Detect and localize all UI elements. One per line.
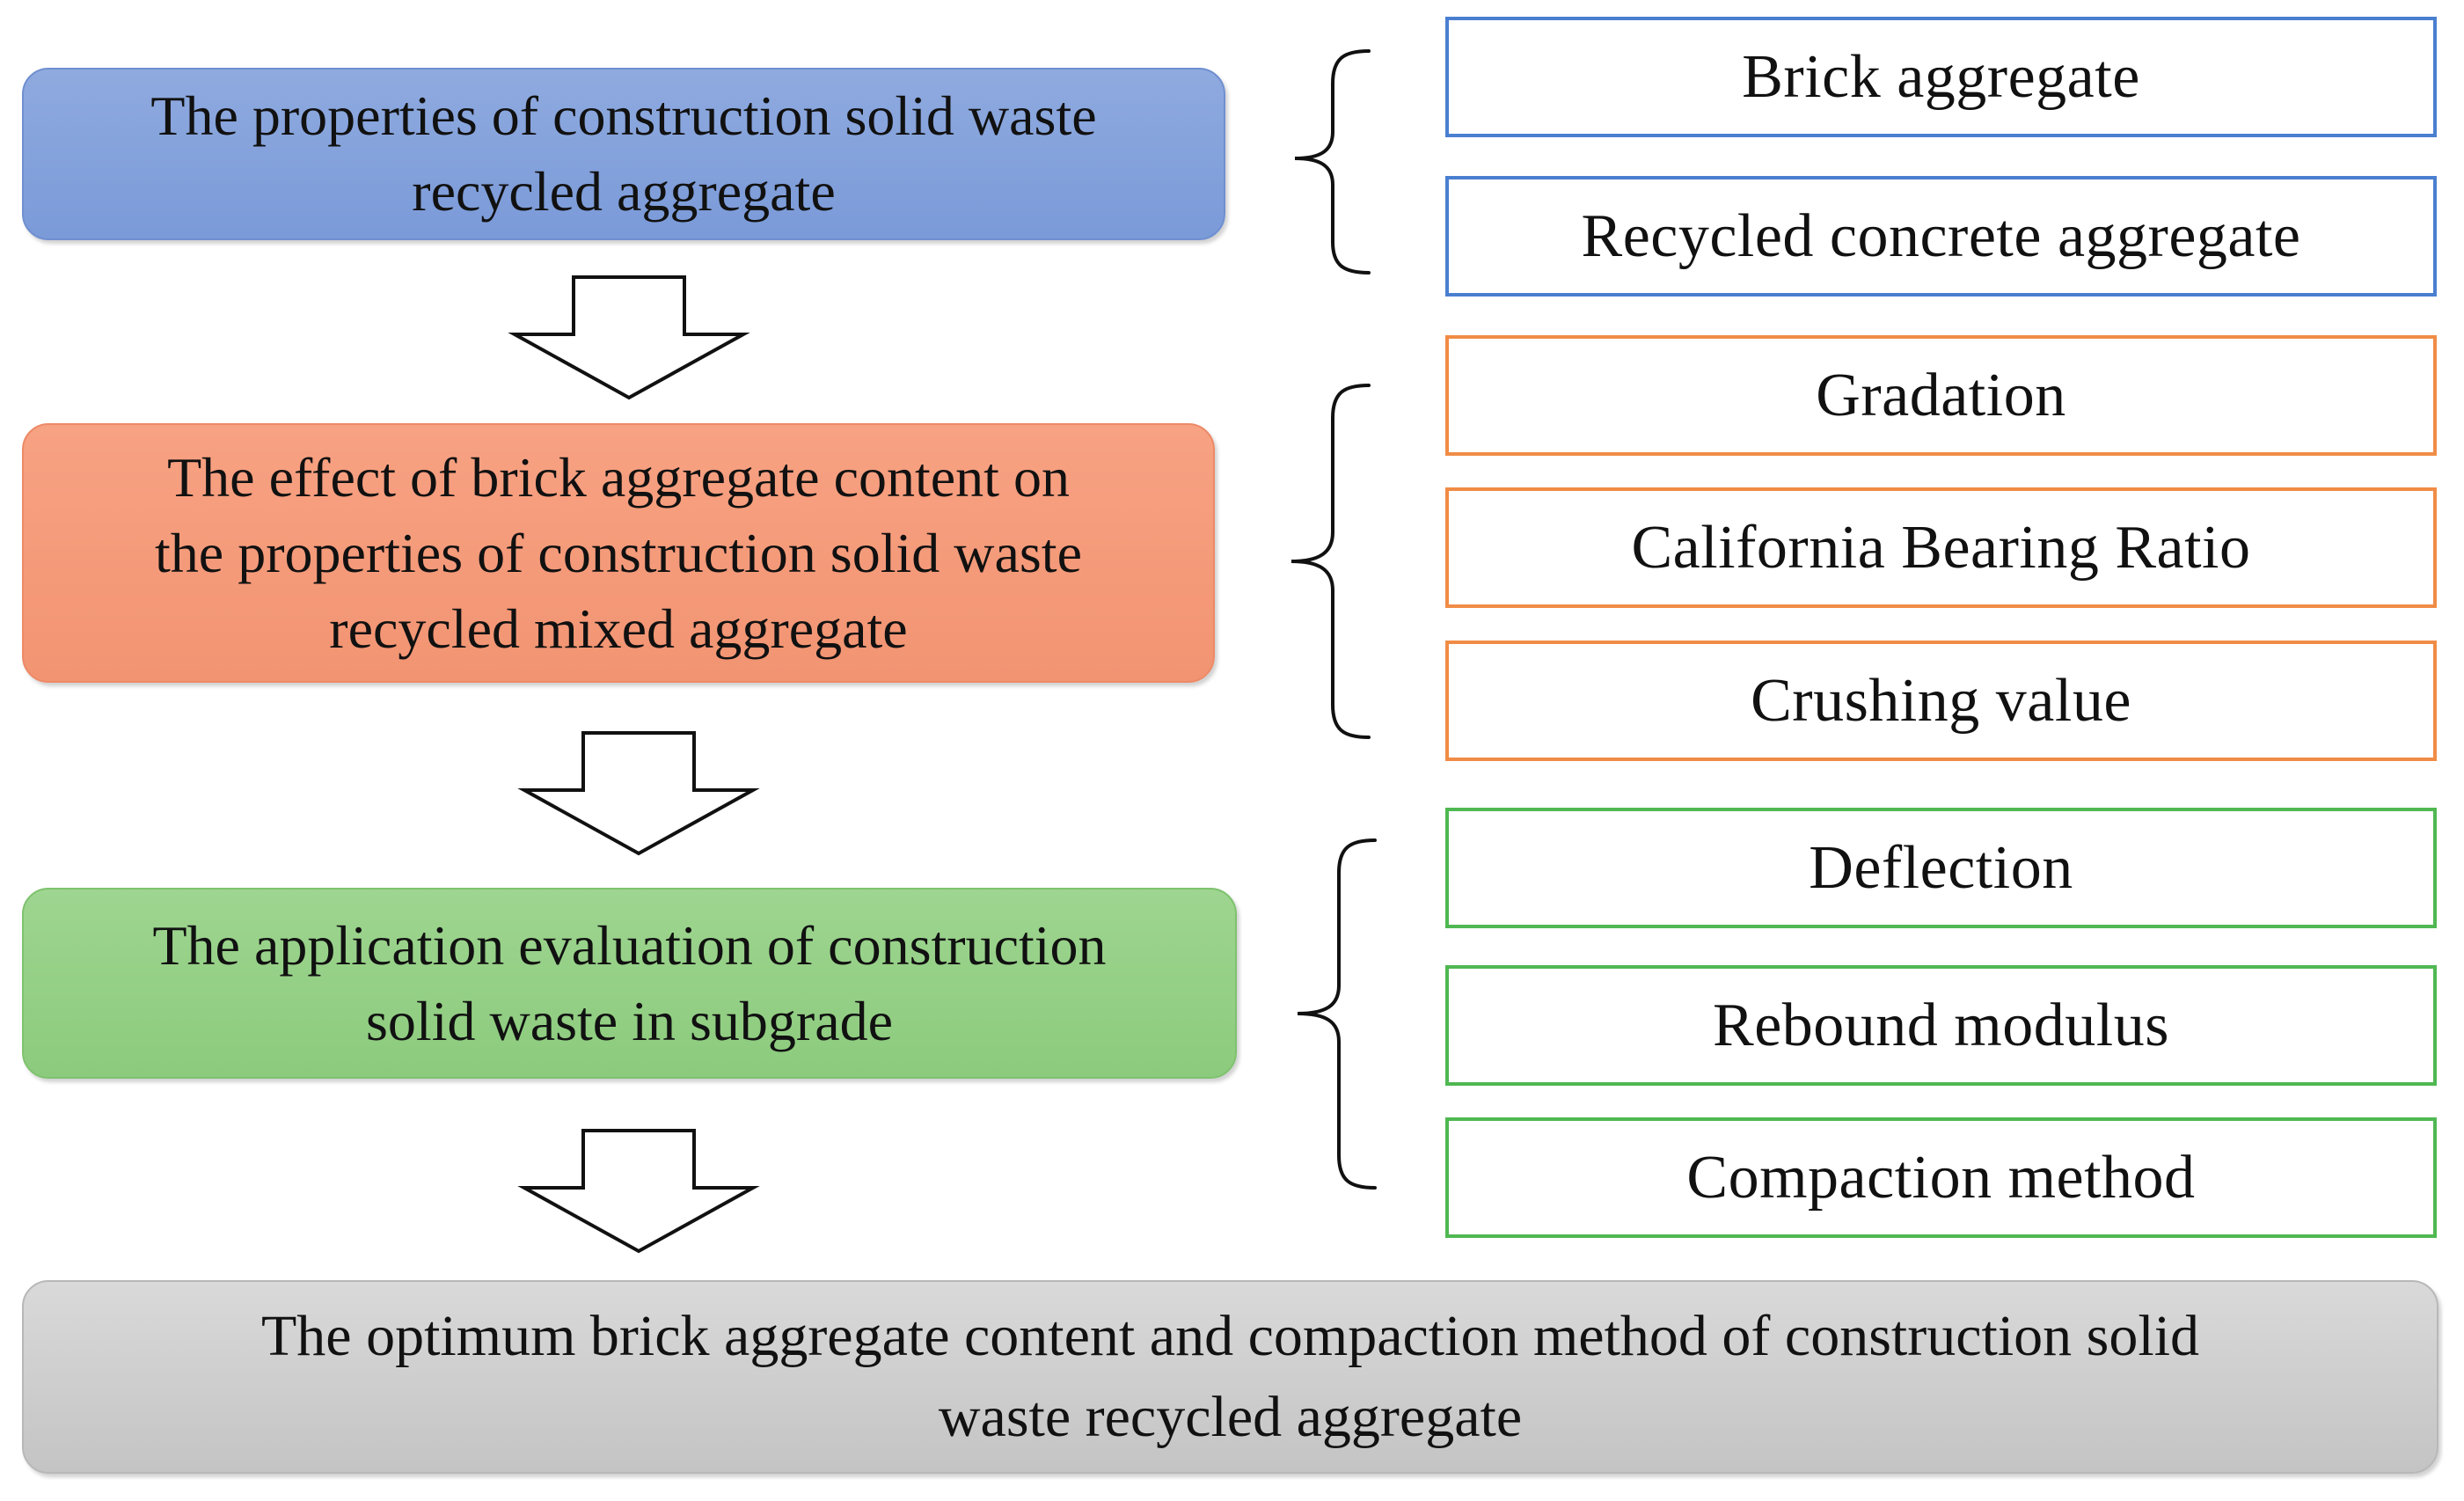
step-application-box: The application evaluation of constructi… <box>22 888 1237 1079</box>
step-properties-line-1: The properties of construction solid was… <box>150 84 1097 147</box>
step-application-line-2: solid waste in subgrade <box>366 989 893 1052</box>
curly-brace-icon <box>1290 384 1371 739</box>
down-arrow-icon <box>508 275 750 400</box>
result-line-1: The optimum brick aggregate content and … <box>260 1304 2200 1368</box>
step-brick-content-line-2: the properties of construction solid was… <box>155 521 1082 584</box>
item-gradation: Gradation <box>1445 335 2437 456</box>
step-properties-line-2: recycled aggregate <box>412 160 836 223</box>
down-arrow-icon <box>517 731 760 856</box>
step-properties-box: The properties of construction solid was… <box>22 68 1225 240</box>
step-brick-content-line-1: The effect of brick aggregate content on <box>167 445 1070 509</box>
step-application-line-1: The application evaluation of constructi… <box>152 913 1107 977</box>
item-crushing-value: Crushing value <box>1445 641 2437 761</box>
step-brick-content-line-3: recycled mixed aggregate <box>329 597 908 660</box>
curly-brace-icon <box>1297 838 1377 1190</box>
item-california-bearing-ratio: California Bearing Ratio <box>1445 487 2437 608</box>
item-compaction-method: Compaction method <box>1445 1117 2437 1238</box>
item-recycled-concrete-aggregate: Recycled concrete aggregate <box>1445 176 2437 297</box>
result-box: The optimum brick aggregate content and … <box>22 1280 2438 1474</box>
step-brick-content-box: The effect of brick aggregate content on… <box>22 423 1215 683</box>
result-line-2: waste recycled aggregate <box>938 1385 1523 1449</box>
item-brick-aggregate: Brick aggregate <box>1445 17 2437 137</box>
curly-brace-icon <box>1294 49 1371 275</box>
item-deflection: Deflection <box>1445 808 2437 928</box>
down-arrow-icon <box>517 1129 760 1254</box>
item-rebound-modulus: Rebound modulus <box>1445 965 2437 1086</box>
